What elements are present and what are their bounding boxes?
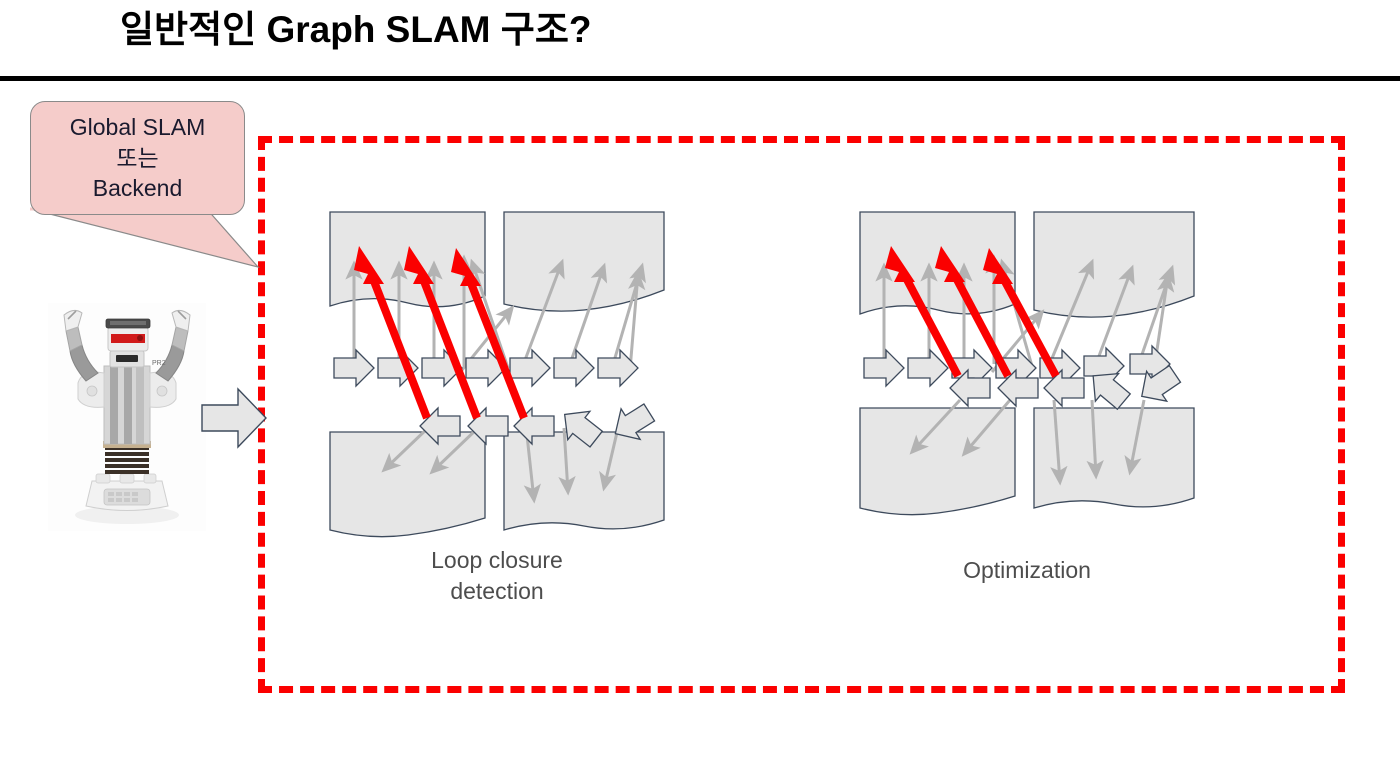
pose-arrow-row-bottom bbox=[949, 364, 1182, 411]
diagram-loop-closure-detection bbox=[329, 211, 665, 538]
callout-line-1: Global SLAM bbox=[69, 114, 206, 141]
loop-closure-arrow-group bbox=[354, 246, 528, 420]
title-divider bbox=[0, 76, 1400, 81]
callout-line-2: 또는 bbox=[116, 144, 159, 171]
flow-arrow-right-icon bbox=[201, 387, 267, 449]
diagram-optimization bbox=[859, 211, 1195, 516]
pose-arrow-row-top bbox=[333, 348, 639, 388]
caption-loop-closure-detection: Loop closure detection bbox=[431, 547, 563, 605]
callout-line-3: Backend bbox=[92, 175, 183, 202]
robot-photo: PR2 bbox=[48, 303, 206, 531]
svg-text:PR2: PR2 bbox=[152, 360, 166, 367]
caption-optimization: Optimization bbox=[963, 557, 1091, 583]
callout-tail-icon bbox=[30, 205, 260, 269]
global-slam-callout: Global SLAM 또는 Backend bbox=[30, 101, 245, 215]
constraint-arrow-group bbox=[345, 254, 646, 504]
loop-closure-arrow-group bbox=[885, 246, 1060, 378]
page-title: 일반적인 Graph SLAM 구조? bbox=[120, 9, 592, 50]
